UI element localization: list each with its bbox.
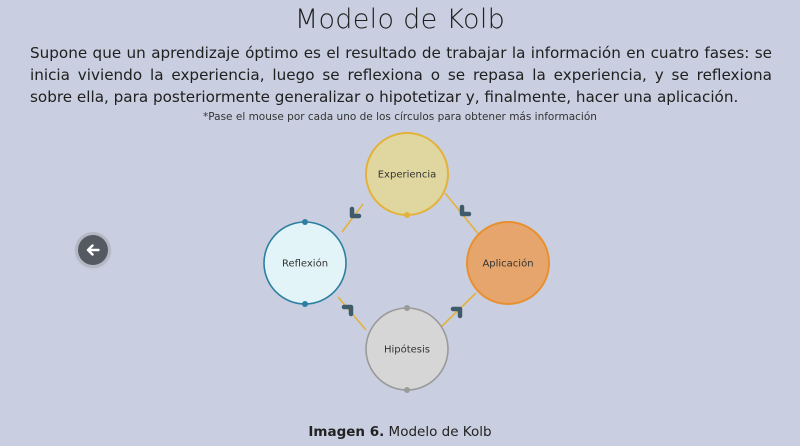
node-hipotesis-label: Hipótesis	[384, 344, 430, 356]
hover-hint: *Pase el mouse por cada uno de los círcu…	[203, 111, 597, 123]
node-experiencia[interactable]: Experiencia	[365, 132, 449, 218]
arrow-chevron-icon	[349, 206, 362, 219]
arrow-chevron-icon	[450, 306, 463, 319]
node-reflexion[interactable]: Reflexión	[263, 219, 347, 307]
page-title: Modelo de Kolb	[294, 4, 506, 35]
back-button[interactable]	[78, 235, 108, 265]
node-reflexion-label: Reflexión	[282, 258, 328, 270]
caption-number: Imagen 6.	[308, 424, 385, 440]
arrow-left-icon	[86, 244, 100, 256]
caption-text: Modelo de Kolb	[384, 424, 492, 440]
node-experiencia-label: Experiencia	[378, 170, 437, 181]
arrow-chevron-icon	[341, 304, 354, 317]
image-caption: Imagen 6. Modelo de Kolb	[0, 424, 800, 440]
node-hipotesis[interactable]: Hipótesis	[365, 305, 449, 393]
intro-paragraph: Supone que un aprendizaje óptimo es el r…	[30, 44, 772, 106]
node-aplicacion-label: Aplicación	[482, 258, 533, 270]
cycle-arrows	[341, 204, 472, 319]
node-aplicacion[interactable]: Aplicación	[466, 221, 550, 305]
arrow-chevron-icon	[459, 204, 472, 217]
